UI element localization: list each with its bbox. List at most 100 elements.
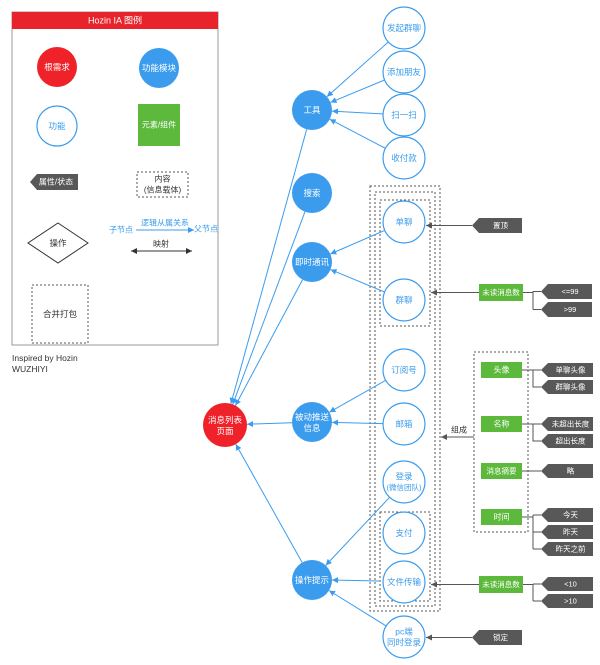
legend-merge-label: 合并打包 — [43, 309, 78, 319]
component-time: 时间 — [481, 509, 522, 525]
attribute-tag — [541, 363, 593, 377]
attribute-unread-gt99: >99 — [541, 302, 592, 317]
legend-parent-node-label: 父节点 — [194, 225, 218, 234]
function-circle — [382, 560, 426, 604]
component-name: 名称 — [481, 416, 522, 432]
module-circle — [292, 90, 332, 130]
root-label-1: 消息列表 — [208, 415, 243, 425]
function-label-2: (微信团队) — [387, 482, 422, 492]
credit-line-1: Inspired by Hozin — [12, 353, 78, 363]
legend-child-node-label: 子节点 — [109, 226, 133, 235]
attribute-label: 群聊头像 — [556, 382, 586, 392]
function-label: 单聊 — [395, 217, 412, 227]
attribute-group-avatar: 群聊头像 — [541, 380, 593, 394]
attribute-label: 未超出长度 — [552, 419, 590, 429]
function-circle — [382, 460, 426, 504]
attribute-tag — [472, 218, 522, 233]
legend-relation-label: 逻辑从属关系 — [141, 218, 189, 228]
legend-function-circle — [36, 105, 78, 147]
legend-attribute-tag — [30, 174, 78, 190]
function-circle — [382, 50, 426, 94]
legend-module-label: 功能模块 — [142, 63, 177, 73]
function-circle — [382, 402, 426, 446]
link-group-chat-to-im — [330, 269, 385, 293]
attribute-within-length: 未超出长度 — [541, 417, 593, 431]
credits: Inspired by Hozin WUZHIYI — [12, 353, 78, 374]
root-label-2: 页面 — [216, 426, 234, 436]
function-label: 群聊 — [395, 295, 412, 305]
component-box — [479, 284, 523, 301]
function-circle — [382, 136, 426, 180]
function-circle — [382, 93, 426, 137]
component-unread-count-chat: 未读消息数 — [479, 284, 523, 301]
legend-content-label-1: 内容 — [155, 174, 171, 184]
legend-module-circle — [139, 48, 179, 88]
legend-content-label-2: (信息载体) — [144, 185, 182, 195]
component-unread-count-ops: 未读消息数 — [479, 576, 523, 593]
bracket-avatar — [522, 369, 541, 388]
attribute-unread-gt10: >10 — [541, 594, 593, 608]
function-label: 支付 — [395, 528, 413, 538]
attribute-locked: 锁定 — [472, 630, 522, 645]
module-circle — [292, 402, 332, 442]
attribute-label: 锁定 — [493, 632, 508, 642]
function-node-single-chat: 单聊 — [382, 200, 426, 244]
function-label: 收付款 — [391, 153, 417, 163]
bracket-unread-ops — [523, 583, 541, 602]
message-types-outer-box — [369, 185, 441, 612]
attribute-tag — [541, 302, 592, 317]
function-label-1: 登录 — [395, 472, 413, 482]
component-box — [481, 463, 522, 479]
module-node-passive-push: 被动推送 信息 — [292, 402, 332, 442]
component-label: 未读消息数 — [482, 579, 520, 589]
function-circle — [382, 278, 426, 322]
attribute-today: 今天 — [541, 508, 593, 522]
function-label-1: pc端 — [395, 627, 413, 637]
legend-merge-box — [31, 284, 89, 344]
module-circle — [292, 173, 332, 213]
legend-logical-relation: 子节点 逻辑从属关系 父节点 — [109, 218, 218, 235]
module-node-tools: 工具 — [292, 90, 332, 130]
bracket-time — [522, 514, 541, 550]
attribute-exceed-length: 超出长度 — [541, 434, 593, 448]
link-scan-to-tools — [331, 108, 384, 115]
function-label-2: 同时登录 — [387, 638, 422, 648]
root-circle — [203, 403, 247, 447]
attribute-unread-le99: <=99 — [541, 284, 592, 299]
attribute-tag — [472, 630, 522, 645]
component-label: 未读消息数 — [482, 287, 520, 297]
attribute-label: >99 — [564, 305, 577, 314]
attribute-unread-lt10: <10 — [541, 577, 593, 591]
legend-root-label: 根需求 — [44, 62, 70, 72]
function-node-mailbox: 邮箱 — [382, 402, 426, 446]
function-label: 订阅号 — [391, 365, 417, 375]
legend-title: Hozin IA 图例 — [88, 15, 142, 26]
legend-mapping-label: 映射 — [153, 239, 169, 249]
message-types-inner-box — [374, 191, 436, 607]
blue-links — [229, 41, 390, 627]
attribute-label: >10 — [564, 597, 577, 606]
function-node-scan: 扫一扫 — [382, 93, 426, 137]
module-label: 即时通讯 — [295, 257, 330, 267]
function-circle — [382, 6, 426, 50]
attribute-label: 单聊头像 — [556, 365, 586, 375]
credit-line-2: WUZHIYI — [12, 364, 48, 374]
attribute-tag — [541, 464, 593, 478]
module-node-instant-messaging: 即时通讯 — [292, 242, 332, 282]
composition-label: 组成 — [451, 425, 467, 435]
module-label: 工具 — [303, 105, 321, 115]
function-label: 添加朋友 — [387, 67, 422, 77]
component-box — [481, 416, 522, 432]
module-circle — [292, 242, 332, 282]
function-circle — [382, 348, 426, 392]
legend-function-module: 功能模块 — [139, 48, 179, 88]
function-circle — [382, 615, 426, 659]
component-label: 消息摘要 — [487, 466, 517, 476]
legend-content: 内容 (信息载体) — [136, 171, 189, 198]
link-im-to-root — [234, 279, 304, 406]
attribute-before-yesterday: 昨天之前 — [541, 542, 593, 556]
function-node-file-transfer: 文件传输 — [382, 560, 426, 604]
attribute-label: 昨天之前 — [556, 544, 586, 554]
link-push-to-root — [246, 421, 293, 427]
function-label: 文件传输 — [387, 577, 422, 587]
